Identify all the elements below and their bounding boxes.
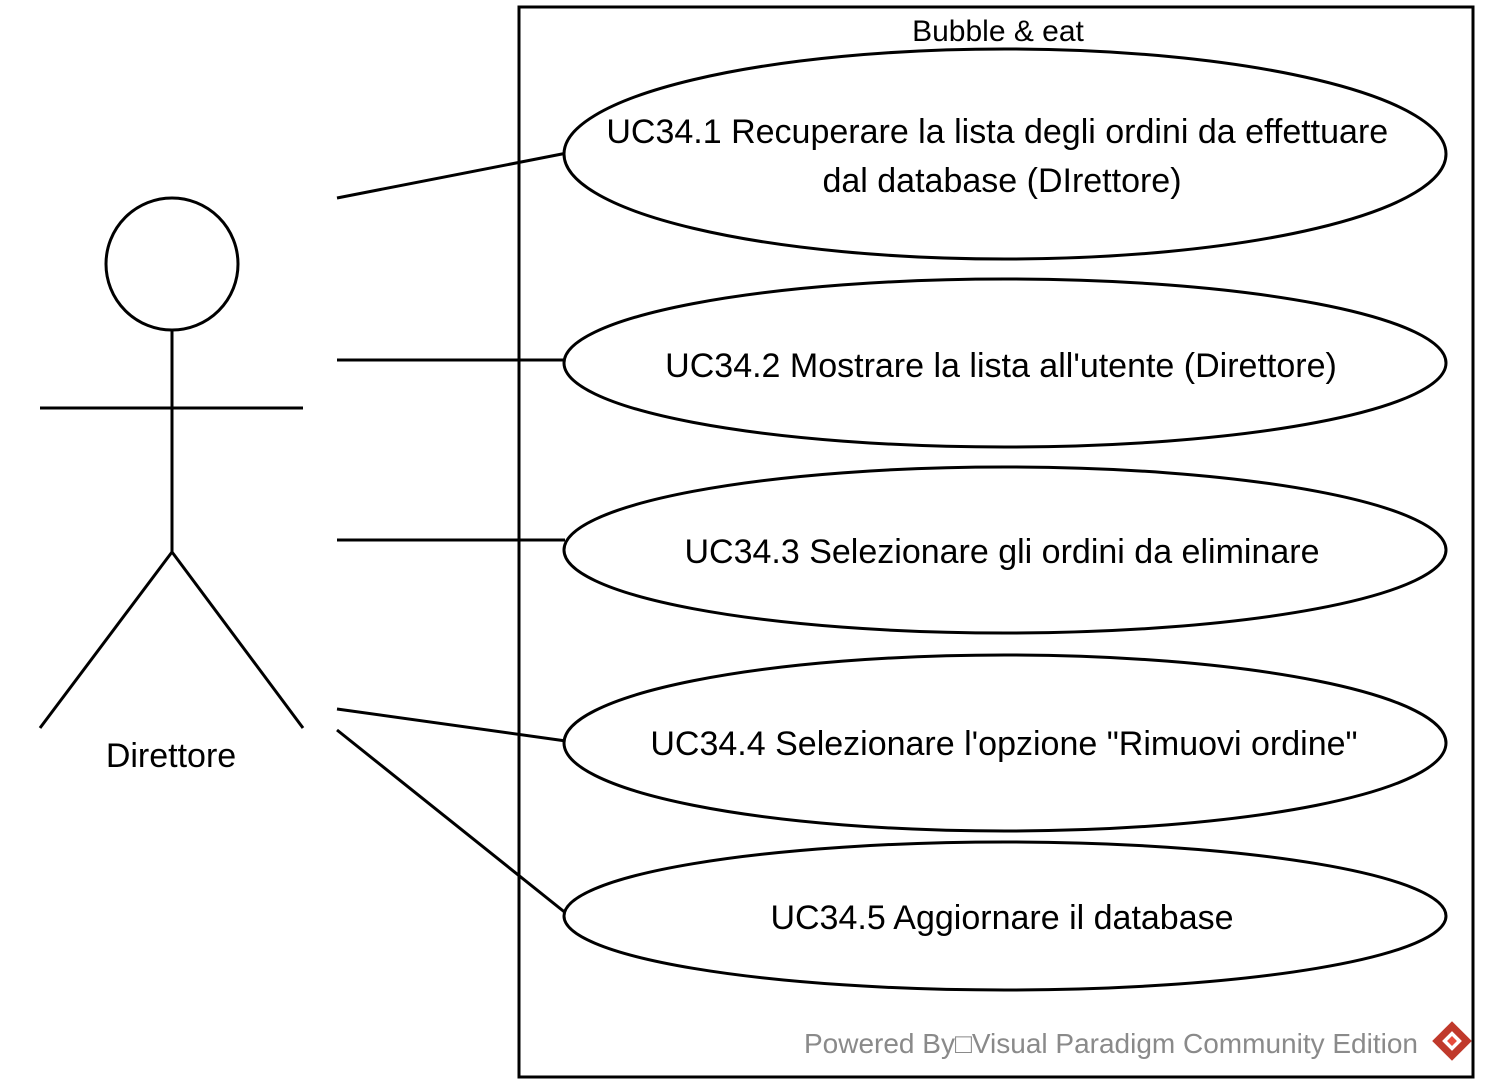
actor-right-leg bbox=[170, 551, 305, 729]
use-case-uc34-2[interactable]: UC34.2 Mostrare la lista all'utente (Dir… bbox=[562, 277, 1448, 449]
actor-direttore: Direttore bbox=[38, 196, 305, 775]
association-uc34-1 bbox=[336, 151, 568, 200]
association-uc34-5 bbox=[336, 728, 568, 916]
use-case-label-line: UC34.2 Mostrare la lista all'utente (Dir… bbox=[665, 347, 1337, 385]
use-case-label: UC34.3 Selezionare gli ordini da elimina… bbox=[684, 533, 1319, 571]
associations bbox=[336, 151, 568, 916]
use-case-ellipse bbox=[562, 465, 1448, 635]
use-case-uc34-4[interactable]: UC34.4 Selezionare l'opzione "Rimuovi or… bbox=[562, 653, 1448, 833]
actor-name: Direttore bbox=[106, 737, 236, 775]
use-case-ellipse bbox=[562, 840, 1448, 992]
use-case-uc34-1[interactable]: UC34.1 Recuperare la lista degli ordini … bbox=[562, 47, 1448, 261]
use-case-label-line: UC34.1 Recuperare la lista degli ordini … bbox=[606, 113, 1388, 151]
use-case-label-line: dal database (DIrettore) bbox=[822, 162, 1181, 200]
use-case-ellipse bbox=[562, 277, 1448, 449]
use-case-label: UC34.2 Mostrare la lista all'utente (Dir… bbox=[665, 347, 1337, 385]
use-case-uc34-3[interactable]: UC34.3 Selezionare gli ordini da elimina… bbox=[562, 465, 1448, 635]
actor-head bbox=[104, 196, 240, 332]
watermark: Powered By□Visual Paradigm Community Edi… bbox=[804, 1021, 1472, 1061]
stick-figure-actor-icon bbox=[38, 196, 305, 729]
watermark-text: Powered By□Visual Paradigm Community Edi… bbox=[804, 1028, 1418, 1059]
system-title: Bubble & eat bbox=[912, 15, 1084, 48]
use-case-ellipse bbox=[562, 653, 1448, 833]
use-case-label-line: UC34.5 Aggiornare il database bbox=[770, 899, 1233, 937]
use-case-ellipse bbox=[562, 47, 1448, 261]
use-case-uc34-5[interactable]: UC34.5 Aggiornare il database bbox=[562, 840, 1448, 992]
use-case-label: UC34.4 Selezionare l'opzione "Rimuovi or… bbox=[650, 725, 1357, 763]
use-case-label: UC34.5 Aggiornare il database bbox=[770, 899, 1233, 937]
use-case-label-line: UC34.4 Selezionare l'opzione "Rimuovi or… bbox=[650, 725, 1357, 763]
actor-left-leg bbox=[38, 551, 174, 729]
association-uc34-4 bbox=[336, 707, 567, 743]
use-case-label-line: UC34.3 Selezionare gli ordini da elimina… bbox=[684, 533, 1319, 571]
use-case-label: UC34.1 Recuperare la lista degli ordini … bbox=[606, 113, 1397, 200]
